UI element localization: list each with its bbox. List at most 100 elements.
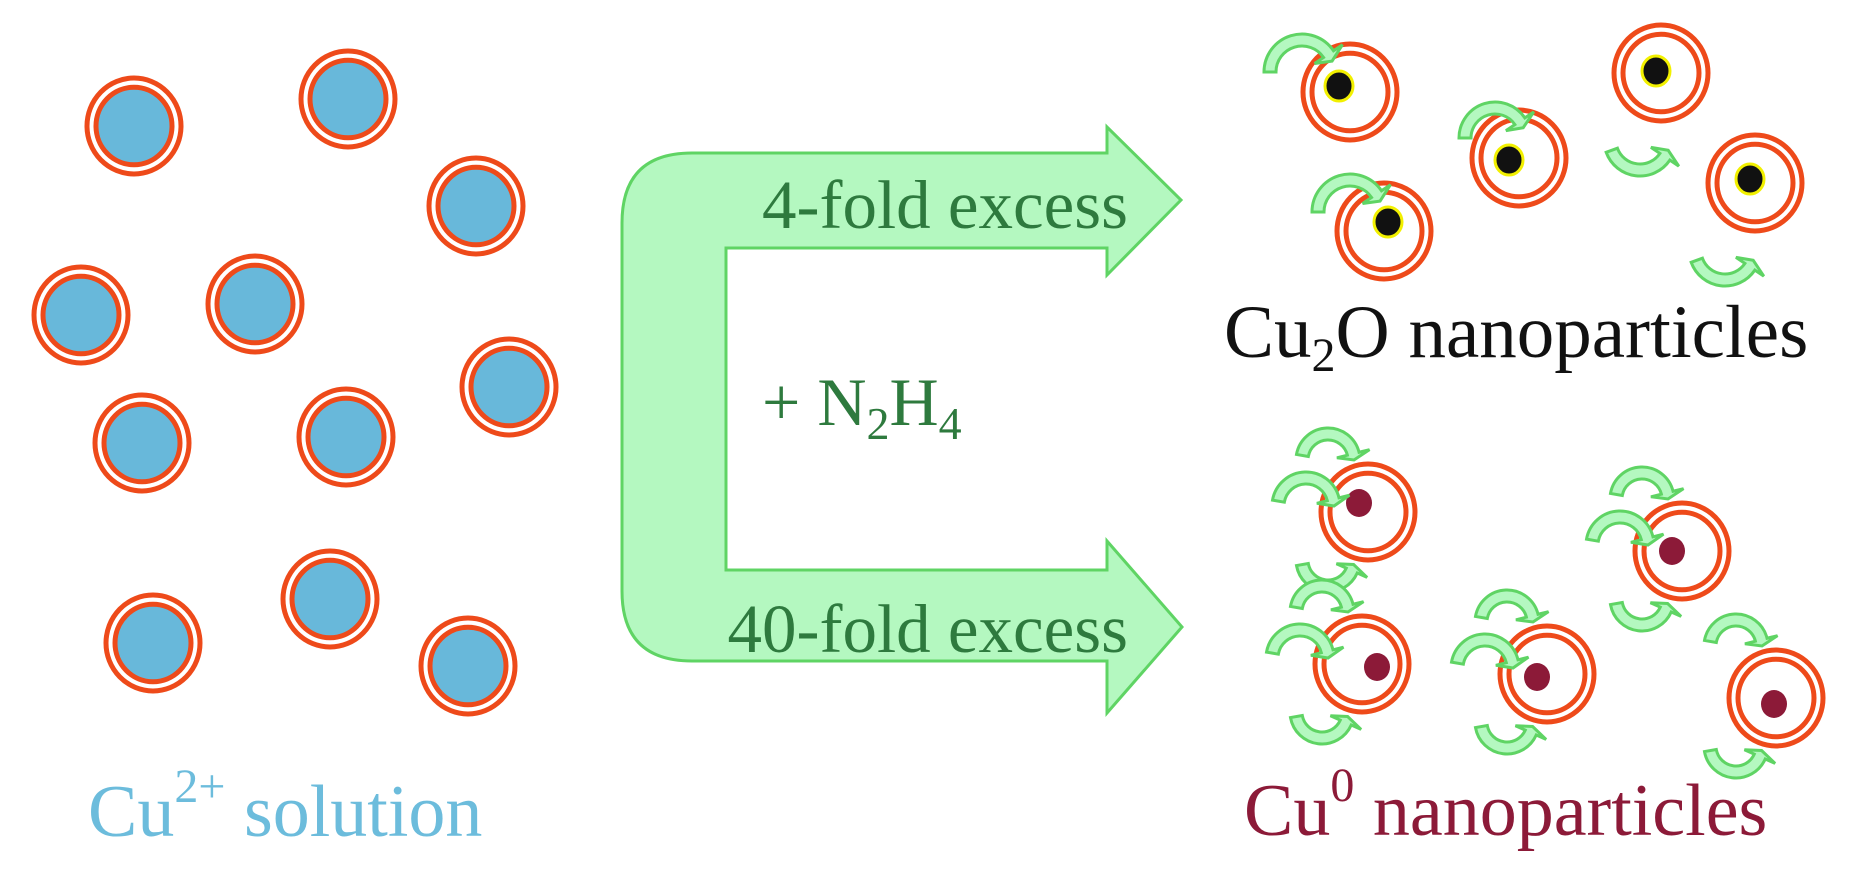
reduction-arrow-icon: [1608, 600, 1683, 633]
outer-shell-ring: [84, 75, 184, 177]
cu-core: [1346, 489, 1372, 517]
inner-shell-ring: [427, 624, 509, 708]
cu0-nanoparticle: [1584, 465, 1732, 633]
cu-core: [1493, 143, 1525, 177]
cu2-ion: [84, 75, 184, 177]
inner-shell-ring: [1620, 31, 1702, 115]
branch-arrow: [620, 123, 1184, 718]
inner-shell-ring: [1506, 632, 1588, 716]
reduction-arrow-icon: [1288, 713, 1363, 746]
outer-shell-ring: [1300, 41, 1400, 143]
reduction-arrow-icon: [1702, 612, 1779, 648]
ion-core: [436, 165, 516, 247]
reduction-arrow-icon: [1608, 465, 1685, 501]
ion-core: [428, 625, 508, 707]
solution-label-base: Cu: [88, 771, 174, 853]
outer-shell-ring: [92, 392, 192, 494]
outer-shell-ring: [1497, 623, 1597, 725]
reduction-arrow-icon: [1288, 578, 1365, 614]
outer-shell-ring: [426, 155, 526, 257]
cu2-ion: [459, 336, 559, 438]
reagent-mid: H: [889, 364, 938, 440]
inner-shell-ring: [101, 401, 183, 485]
inner-shell-ring: [435, 164, 517, 248]
reagent-prefix: + N: [762, 364, 866, 440]
reduction-arrow-icon: [1473, 723, 1548, 756]
inner-shell-ring: [93, 84, 175, 168]
solution-label-rest: solution: [225, 771, 482, 853]
reduction-arrow-icon: [1262, 32, 1344, 74]
cu2-solution-label: Cu2+ solution: [88, 760, 482, 853]
inner-shell-ring: [1321, 622, 1403, 706]
cu2-ion: [418, 615, 518, 717]
cu0-nanoparticle: [1702, 612, 1826, 780]
inner-shell-ring: [307, 57, 389, 141]
cu0-label-base: Cu: [1244, 770, 1330, 852]
reduction-arrow-icon: [1310, 172, 1392, 214]
outer-shell-ring: [296, 386, 396, 488]
cu2o-label-base: Cu: [1224, 291, 1312, 374]
inner-shell-ring: [1641, 509, 1723, 593]
cu2o-nanoparticle: [1689, 132, 1805, 288]
cu0-particle-group: [1264, 426, 1826, 780]
reagent-sub-n: 2: [866, 398, 889, 449]
cu-core: [1761, 690, 1787, 718]
outer-shell-ring: [1312, 613, 1412, 715]
outer-shell-ring: [298, 48, 398, 150]
cu0-nanoparticle: [1449, 588, 1597, 756]
cu0-nanoparticle: [1270, 426, 1418, 594]
upper-path-label: 4-fold excess: [762, 167, 1128, 243]
inner-shell-ring: [1735, 656, 1817, 740]
cu-core: [1640, 54, 1672, 88]
cu2o-nanoparticle: [1310, 172, 1434, 282]
reduction-arrow-icon: [1473, 588, 1550, 624]
outer-shell-ring: [1334, 180, 1434, 282]
cu2o-label-sub: 2: [1312, 329, 1336, 382]
ion-core: [469, 346, 549, 428]
reagent-sub-h: 4: [939, 398, 962, 449]
cu2o-label: Cu2O nanoparticles: [1224, 291, 1808, 382]
cu2-ion: [205, 253, 305, 355]
inner-shell-ring: [468, 345, 550, 429]
cu0-label-rest: nanoparticles: [1354, 770, 1767, 852]
inner-shell-ring: [40, 273, 122, 357]
outer-shell-ring: [418, 615, 518, 717]
inner-shell-ring: [1327, 470, 1409, 554]
ion-core: [102, 402, 182, 484]
cu2-ion: [426, 155, 526, 257]
outer-shell-ring: [31, 264, 131, 366]
cu-core: [1524, 663, 1550, 691]
cu2-ion: [280, 548, 380, 650]
ion-core: [306, 396, 386, 478]
outer-shell-ring: [205, 253, 305, 355]
ion-core: [94, 85, 174, 167]
inner-shell-ring: [1714, 141, 1796, 225]
cu2o-particle-group: [1262, 22, 1805, 288]
ion-core: [215, 263, 295, 345]
reduction-arrow-icon: [1457, 100, 1536, 140]
outer-shell-ring: [1318, 461, 1418, 563]
solution-label-sup: 2+: [174, 760, 225, 813]
cu2o-nanoparticle: [1604, 22, 1711, 178]
outer-shell-ring: [1705, 132, 1805, 234]
lower-path-label: 40-fold excess: [728, 591, 1128, 667]
outer-shell-ring: [1726, 647, 1826, 749]
cu2-ion-group: [31, 48, 559, 717]
cu2-ion: [298, 48, 398, 150]
cu-core: [1372, 205, 1404, 239]
inner-shell-ring: [214, 262, 296, 346]
cu-core: [1323, 69, 1355, 103]
cu2o-nanoparticle: [1457, 100, 1569, 209]
cu2o-nanoparticle: [1262, 32, 1400, 143]
outer-shell-ring: [1632, 500, 1732, 602]
reduction-arrow-icon: [1449, 632, 1530, 670]
outer-shell-ring: [1611, 22, 1711, 124]
inner-shell-ring: [305, 395, 387, 479]
outer-shell-ring: [280, 548, 380, 650]
ion-core: [113, 602, 193, 684]
ion-core: [290, 558, 370, 640]
cu2-ion: [31, 264, 131, 366]
cu2-ion: [92, 392, 192, 494]
ion-core: [41, 274, 121, 356]
